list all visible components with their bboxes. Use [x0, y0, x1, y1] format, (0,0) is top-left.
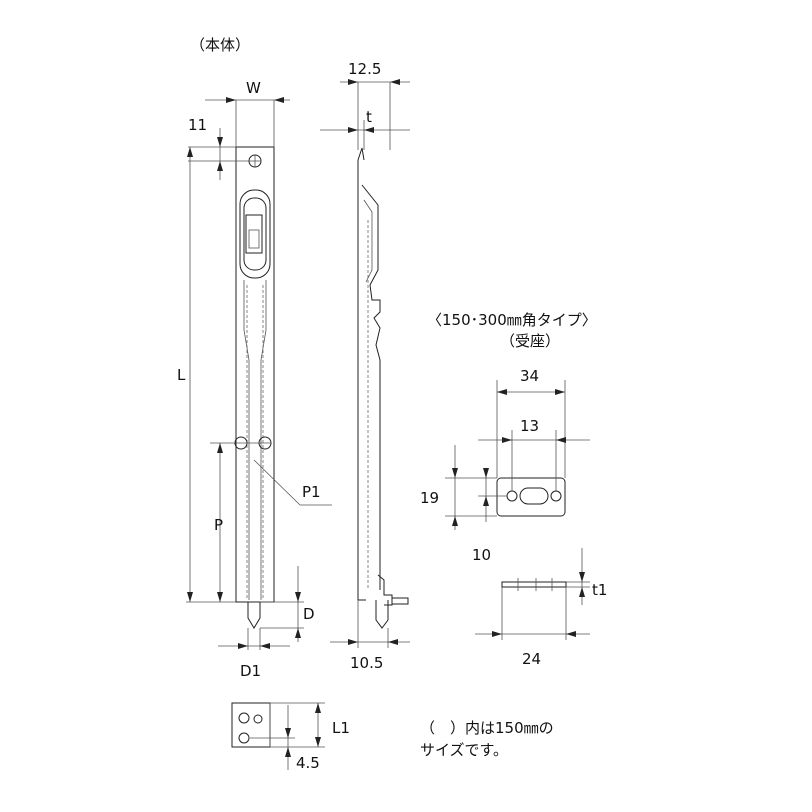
strike-plate: [496, 477, 566, 517]
bottom-block-body: [231, 702, 271, 748]
side-body-profile: [361, 184, 381, 590]
bottom-block-hole-top: [238, 712, 250, 724]
title-main-body: （本体）: [190, 36, 250, 54]
strike-profile: [501, 581, 567, 588]
title-strike-type: 〈150･300㎜角タイプ〉: [427, 311, 597, 329]
side-plate-top: [357, 147, 365, 161]
side-view: 12.5 t 10.5: [320, 60, 410, 672]
bottom-block: L1 4.5: [231, 702, 350, 772]
dim-t: t: [366, 108, 372, 126]
dim-10: 10: [472, 546, 491, 564]
knob-slot-outer: [239, 189, 271, 279]
bottom-block-hole-bottom: [238, 732, 250, 744]
knob-slot-inner: [243, 197, 267, 271]
dim-13: 13: [520, 417, 539, 435]
dim-L1: L1: [332, 719, 350, 737]
note: （ ）内は150㎜の サイズです。: [420, 719, 554, 759]
dim-D1: D1: [240, 662, 261, 680]
note-line-1: （ ）内は150㎜の: [420, 719, 554, 737]
bolt-tip: [247, 601, 261, 629]
dim-24: 24: [522, 650, 541, 668]
dim-P: P: [214, 516, 223, 534]
dim-L: L: [177, 366, 186, 384]
title-strike-plate: （受座）: [500, 332, 560, 350]
note-line-2: サイズです。: [420, 741, 508, 759]
bolt-body-outline: [235, 146, 275, 603]
knob: [245, 214, 263, 254]
dim-D: D: [303, 605, 315, 623]
rod-right-edge: [260, 280, 267, 600]
dim-11: 11: [188, 116, 207, 134]
side-knob: [392, 597, 409, 605]
dim-P1: P1: [302, 483, 321, 501]
dim-19: 19: [420, 489, 439, 507]
strike-slot: [519, 487, 549, 505]
front-view: （本体） W 11: [177, 36, 332, 680]
dim-W: W: [246, 79, 261, 97]
dim-4-5: 4.5: [296, 754, 320, 772]
side-bolt-tip: [375, 600, 389, 629]
dim-12-5: 12.5: [348, 60, 381, 78]
dim-t1: t1: [592, 581, 607, 599]
side-plate-left: [357, 160, 366, 601]
rod-left-edge: [243, 280, 250, 600]
strike-plate-section: 〈150･300㎜角タイプ〉 （受座） 34 13 19 10: [420, 311, 607, 668]
dim-10-5: 10.5: [350, 654, 383, 672]
dim-34: 34: [520, 367, 539, 385]
